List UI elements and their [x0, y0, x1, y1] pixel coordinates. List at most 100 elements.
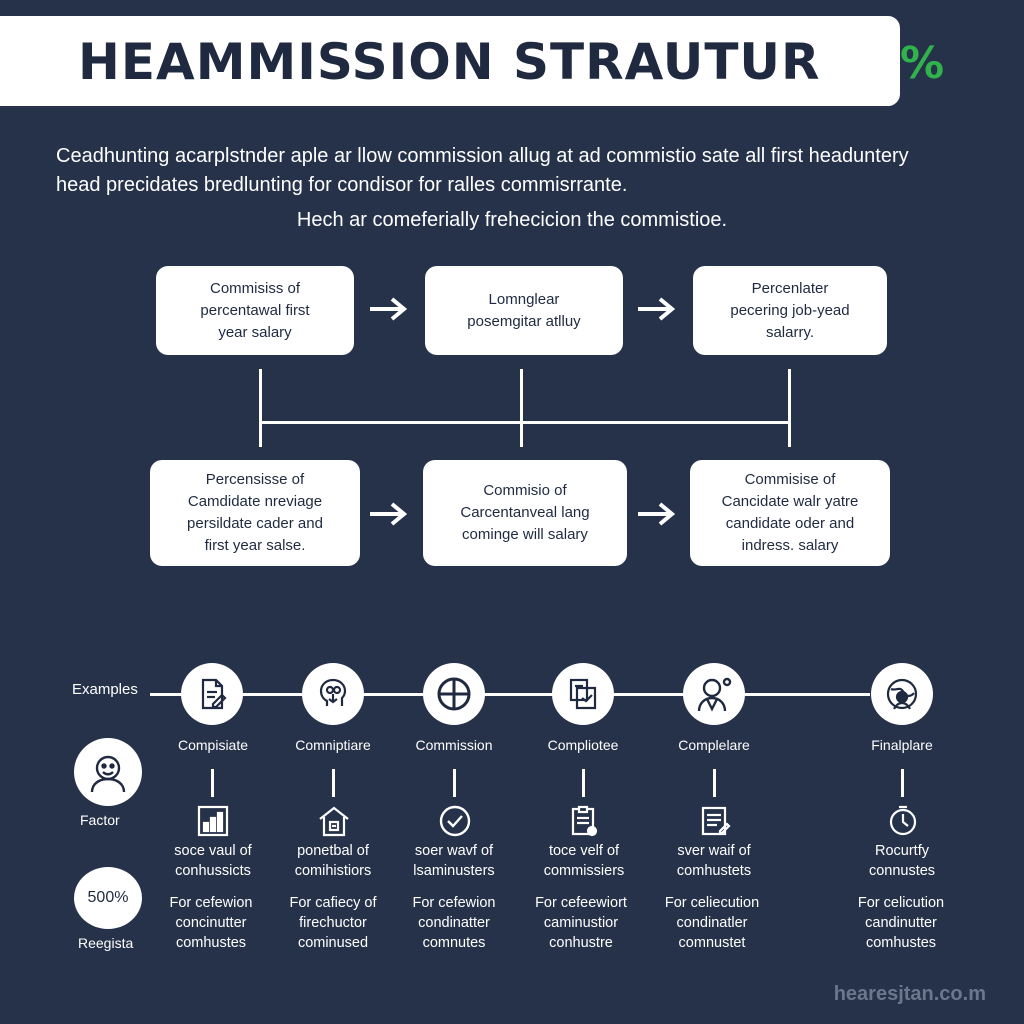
flow-box-bottom-1: Percensisse of Camdidate nreviage persil…	[150, 460, 360, 566]
example-text-line: conhustre	[549, 935, 613, 951]
arrow-right-icon	[638, 297, 676, 321]
flow-box-text: Percenlater	[751, 279, 829, 297]
flow-box-top-1: Commisiss of percentawal first year sala…	[156, 266, 354, 355]
divider-tick	[713, 769, 716, 797]
example-col-text: soce vaul of conhussicts	[143, 841, 283, 881]
example-text-line: comihistiors	[294, 863, 372, 879]
example-col-text: toce velf of commissiers	[514, 841, 654, 881]
example-col-detail: For cefewion concinutter comhustes	[141, 893, 281, 953]
clipboard-icon	[571, 805, 598, 837]
intro-paragraph: Ceadhunting acarplstnder aple ar llow co…	[56, 142, 956, 200]
person-icon	[683, 663, 745, 725]
documents-icon	[552, 663, 614, 725]
divider-tick	[211, 769, 214, 797]
example-text-line: candinutter	[865, 915, 937, 931]
examples-label: Examples	[72, 681, 138, 698]
example-text-line: For cefewion	[169, 895, 253, 911]
bar-chart-icon	[197, 805, 229, 837]
flow-box-text: candidate oder and	[725, 515, 855, 532]
flow-box-text: Camdidate nreviage	[187, 493, 323, 510]
check-circle-icon	[439, 805, 471, 837]
flow-box-text: cominge will salary	[462, 526, 588, 543]
flow-box-text: Lomnglear	[488, 290, 560, 308]
example-text-line: commissiers	[543, 863, 625, 879]
example-text-line: condinatler	[676, 915, 748, 931]
title-banner	[0, 16, 900, 106]
flow-box-text: Commisise of	[744, 471, 836, 488]
subtitle: Hech ar comeferially frehecicion the com…	[296, 209, 728, 231]
example-col-detail: For celiecution condinatler comnustet	[642, 893, 782, 953]
timeline-line	[150, 693, 870, 696]
flow-box-text: Carcentanveal lang	[460, 504, 590, 521]
flow-box-text: salarry.	[765, 323, 815, 341]
example-text-line: sver waif of	[677, 843, 751, 859]
flow-box-text: posemgitar atlluy	[467, 312, 581, 330]
connector-line	[520, 369, 523, 447]
example-text-line: Rocurtfy	[875, 843, 929, 859]
example-col-detail: For cefeewiort caminustior conhustre	[511, 893, 651, 953]
example-col-label: Compisiate	[177, 737, 249, 753]
globe-person-icon	[871, 663, 933, 725]
intro-line-2: head precidates bredlunting for condisor…	[56, 174, 628, 196]
divider-tick	[901, 769, 904, 797]
flow-box-text: percentawal first	[200, 301, 310, 319]
example-text-line: For celiecution	[664, 895, 760, 911]
example-text-line: comhustes	[175, 935, 247, 951]
factor-label: Factor	[80, 812, 120, 828]
timer-icon	[889, 805, 917, 836]
example-text-line: ponetbal of	[297, 843, 369, 859]
example-text-line: comnustet	[678, 935, 746, 951]
divider-tick	[332, 769, 335, 797]
example-text-line: concinutter	[175, 915, 247, 931]
rate-badge: 500%	[74, 867, 142, 929]
flow-box-bottom-3: Commisise of Cancidate walr yatre candid…	[690, 460, 890, 566]
example-text-line: soce vaul of	[174, 843, 252, 859]
house-icon	[319, 806, 349, 837]
connector-line	[259, 421, 791, 424]
flow-box-text: Commisio of	[483, 482, 567, 499]
example-col-text: Rocurtfy connustes	[832, 841, 972, 881]
connector-line	[788, 369, 791, 447]
example-col-label: Comniptiare	[295, 737, 371, 753]
example-col-detail: For celicution candinutter comhustes	[831, 893, 971, 953]
face-avatar-icon	[74, 738, 142, 806]
divider-tick	[453, 769, 456, 797]
flow-box-text: year salary	[218, 323, 292, 341]
flow-box-top-3: Percenlater pecering job-yead salarry.	[693, 266, 887, 355]
flow-box-bottom-2: Commisio of Carcentanveal lang cominge w…	[423, 460, 627, 566]
example-col-detail: For cefewion condinatter comnutes	[384, 893, 524, 953]
example-col-label: Compliotee	[547, 737, 619, 753]
example-text-line: firechuctor	[299, 915, 367, 931]
percent-icon: %	[900, 38, 945, 89]
arrow-right-icon	[638, 502, 676, 526]
document-edit-icon	[181, 663, 243, 725]
divider-tick	[582, 769, 585, 797]
flow-box-text: persildate cader and	[187, 515, 323, 532]
example-col-text: ponetbal of comihistiors	[263, 841, 403, 881]
example-text-line: conhussicts	[175, 863, 251, 879]
rate-value: 500%	[87, 889, 129, 906]
flow-box-text: Percensisse of	[205, 471, 305, 488]
intro-line-1: Ceadhunting acarplstnder aple ar llow co…	[56, 145, 909, 167]
example-col-label: Commission	[415, 737, 493, 753]
example-col-label: Finalplare	[871, 737, 933, 753]
example-col-label: Complelare	[678, 737, 750, 753]
flow-box-text: pecering job-yead	[730, 301, 850, 319]
example-col-text: soer wavf of lsaminusters	[384, 841, 524, 881]
example-text-line: condinatter	[418, 915, 490, 931]
example-text-line: For cefeewiort	[535, 895, 627, 911]
page-title: HEAMMISSION STRAUTUR	[78, 33, 821, 91]
flow-box-text: Cancidate walr yatre	[721, 493, 859, 510]
watermark: hearesjtan.co.m	[833, 983, 986, 1005]
crosshair-icon	[423, 663, 485, 725]
example-text-line: soer wavf of	[414, 843, 494, 859]
arrow-right-icon	[370, 297, 408, 321]
example-text-line: cominused	[297, 935, 369, 951]
arrow-right-icon	[370, 502, 408, 526]
flow-box-top-2: Lomnglear posemgitar atlluy	[425, 266, 623, 355]
example-text-line: comhustets	[676, 863, 752, 879]
notepad-icon	[701, 806, 731, 836]
example-text-line: comnutes	[422, 935, 486, 951]
example-text-line: comhustes	[865, 935, 937, 951]
example-text-line: For cafiecy of	[289, 895, 377, 911]
